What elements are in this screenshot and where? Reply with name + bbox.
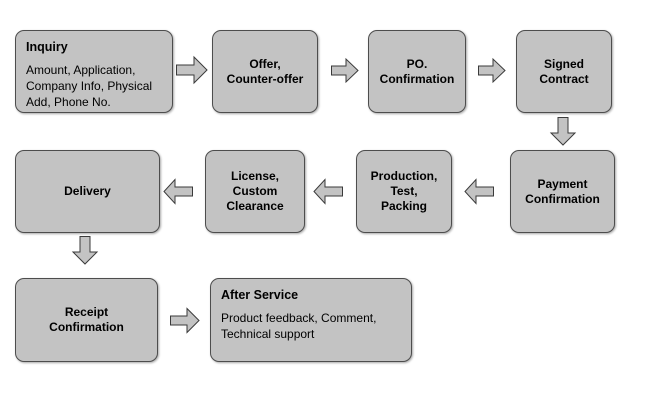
node-after-service-title: After Service <box>221 288 299 302</box>
node-offer-line1: Offer, <box>249 56 281 71</box>
node-license-line3: Clearance <box>226 199 284 213</box>
node-inquiry-title: Inquiry <box>26 40 68 54</box>
node-offer[interactable]: Offer, Counter-offer <box>212 30 318 113</box>
arrow-po-to-signed-contract <box>478 57 506 84</box>
node-receipt-confirmation-line1: Receipt <box>64 305 109 319</box>
arrow-production-to-license <box>313 178 343 205</box>
arrow-license-to-delivery <box>163 178 193 205</box>
node-payment-confirmation-line2: Confirmation <box>525 191 600 206</box>
node-payment-confirmation-line1: Payment <box>537 176 588 191</box>
arrow-offer-to-po <box>331 57 359 84</box>
node-signed-contract-line1: Signed <box>543 56 584 71</box>
node-po-confirmation[interactable]: PO. Confirmation <box>368 30 466 113</box>
node-inquiry[interactable]: Inquiry Amount, Application, Company Inf… <box>15 30 173 113</box>
arrow-payment-to-production <box>464 178 494 205</box>
node-po-confirmation-line1: PO. <box>406 56 428 71</box>
node-signed-contract[interactable]: Signed Contract <box>516 30 612 113</box>
node-production-line3: Packing <box>380 199 428 213</box>
node-receipt-confirmation-line2: Confirmation <box>49 320 124 334</box>
node-license-line2: Custom <box>232 184 278 198</box>
node-after-service[interactable]: After Service Product feedback, Comment,… <box>210 278 412 362</box>
node-production[interactable]: Production, Test, Packing <box>356 150 452 233</box>
node-delivery-line1: Delivery <box>64 184 111 198</box>
node-receipt-confirmation[interactable]: Receipt Confirmation <box>15 278 158 362</box>
node-inquiry-body: Amount, Application, Company Info, Physi… <box>26 63 153 109</box>
node-offer-line2: Counter-offer <box>226 71 304 86</box>
arrow-signed-contract-to-payment <box>549 117 577 146</box>
node-license[interactable]: License, Custom Clearance <box>205 150 305 233</box>
arrow-receipt-to-after-service <box>170 307 200 334</box>
node-po-confirmation-line2: Confirmation <box>379 71 455 86</box>
node-delivery[interactable]: Delivery <box>15 150 160 233</box>
node-payment-confirmation[interactable]: Payment Confirmation <box>510 150 615 233</box>
node-signed-contract-line2: Contract <box>539 71 589 86</box>
node-after-service-body: Product feedback, Comment, Technical sup… <box>221 311 377 341</box>
arrow-inquiry-to-offer <box>176 55 208 85</box>
node-production-line2: Test, <box>390 184 418 198</box>
node-production-line1: Production, <box>370 169 438 183</box>
node-license-line1: License, <box>230 169 280 183</box>
arrow-delivery-to-receipt <box>71 236 99 265</box>
